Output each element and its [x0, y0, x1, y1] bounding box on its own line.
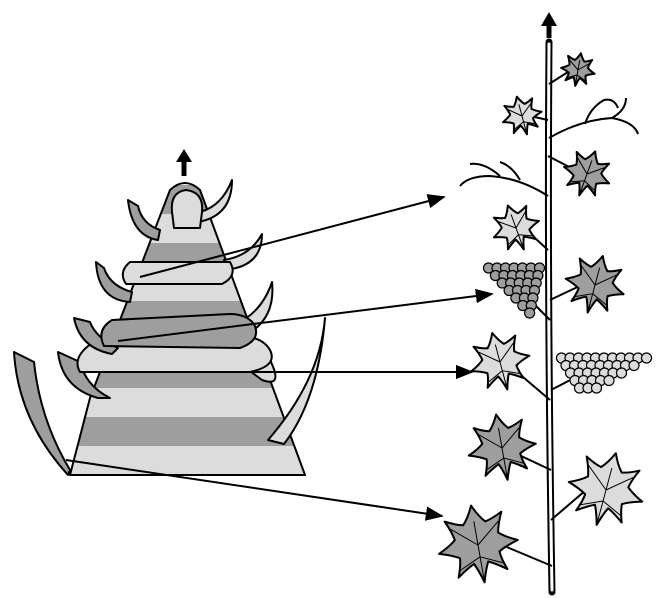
bud-outer-scale: [14, 352, 70, 475]
inflorescence-primordium-dark: [101, 314, 256, 348]
bud-growth-arrow: [176, 149, 192, 176]
grape-berry: [592, 383, 602, 393]
tendril-primordium: [123, 262, 233, 284]
petioles: [490, 72, 588, 566]
cluster-dark: [484, 263, 545, 318]
cluster-light: [557, 353, 652, 393]
bud-band: [60, 446, 320, 476]
shoot-growth-arrow: [541, 12, 557, 38]
shoot: [432, 42, 653, 592]
grape-berry: [642, 353, 652, 363]
grape-berry: [617, 368, 627, 378]
grape-berry: [629, 361, 639, 371]
bud-apex: [172, 190, 202, 228]
tendril: [460, 162, 548, 196]
tendril-upper: [549, 98, 638, 138]
grape-berry: [525, 308, 535, 318]
grape-berry: [604, 376, 614, 386]
leaf-primordium-1: [128, 200, 160, 240]
bud: [14, 180, 325, 476]
